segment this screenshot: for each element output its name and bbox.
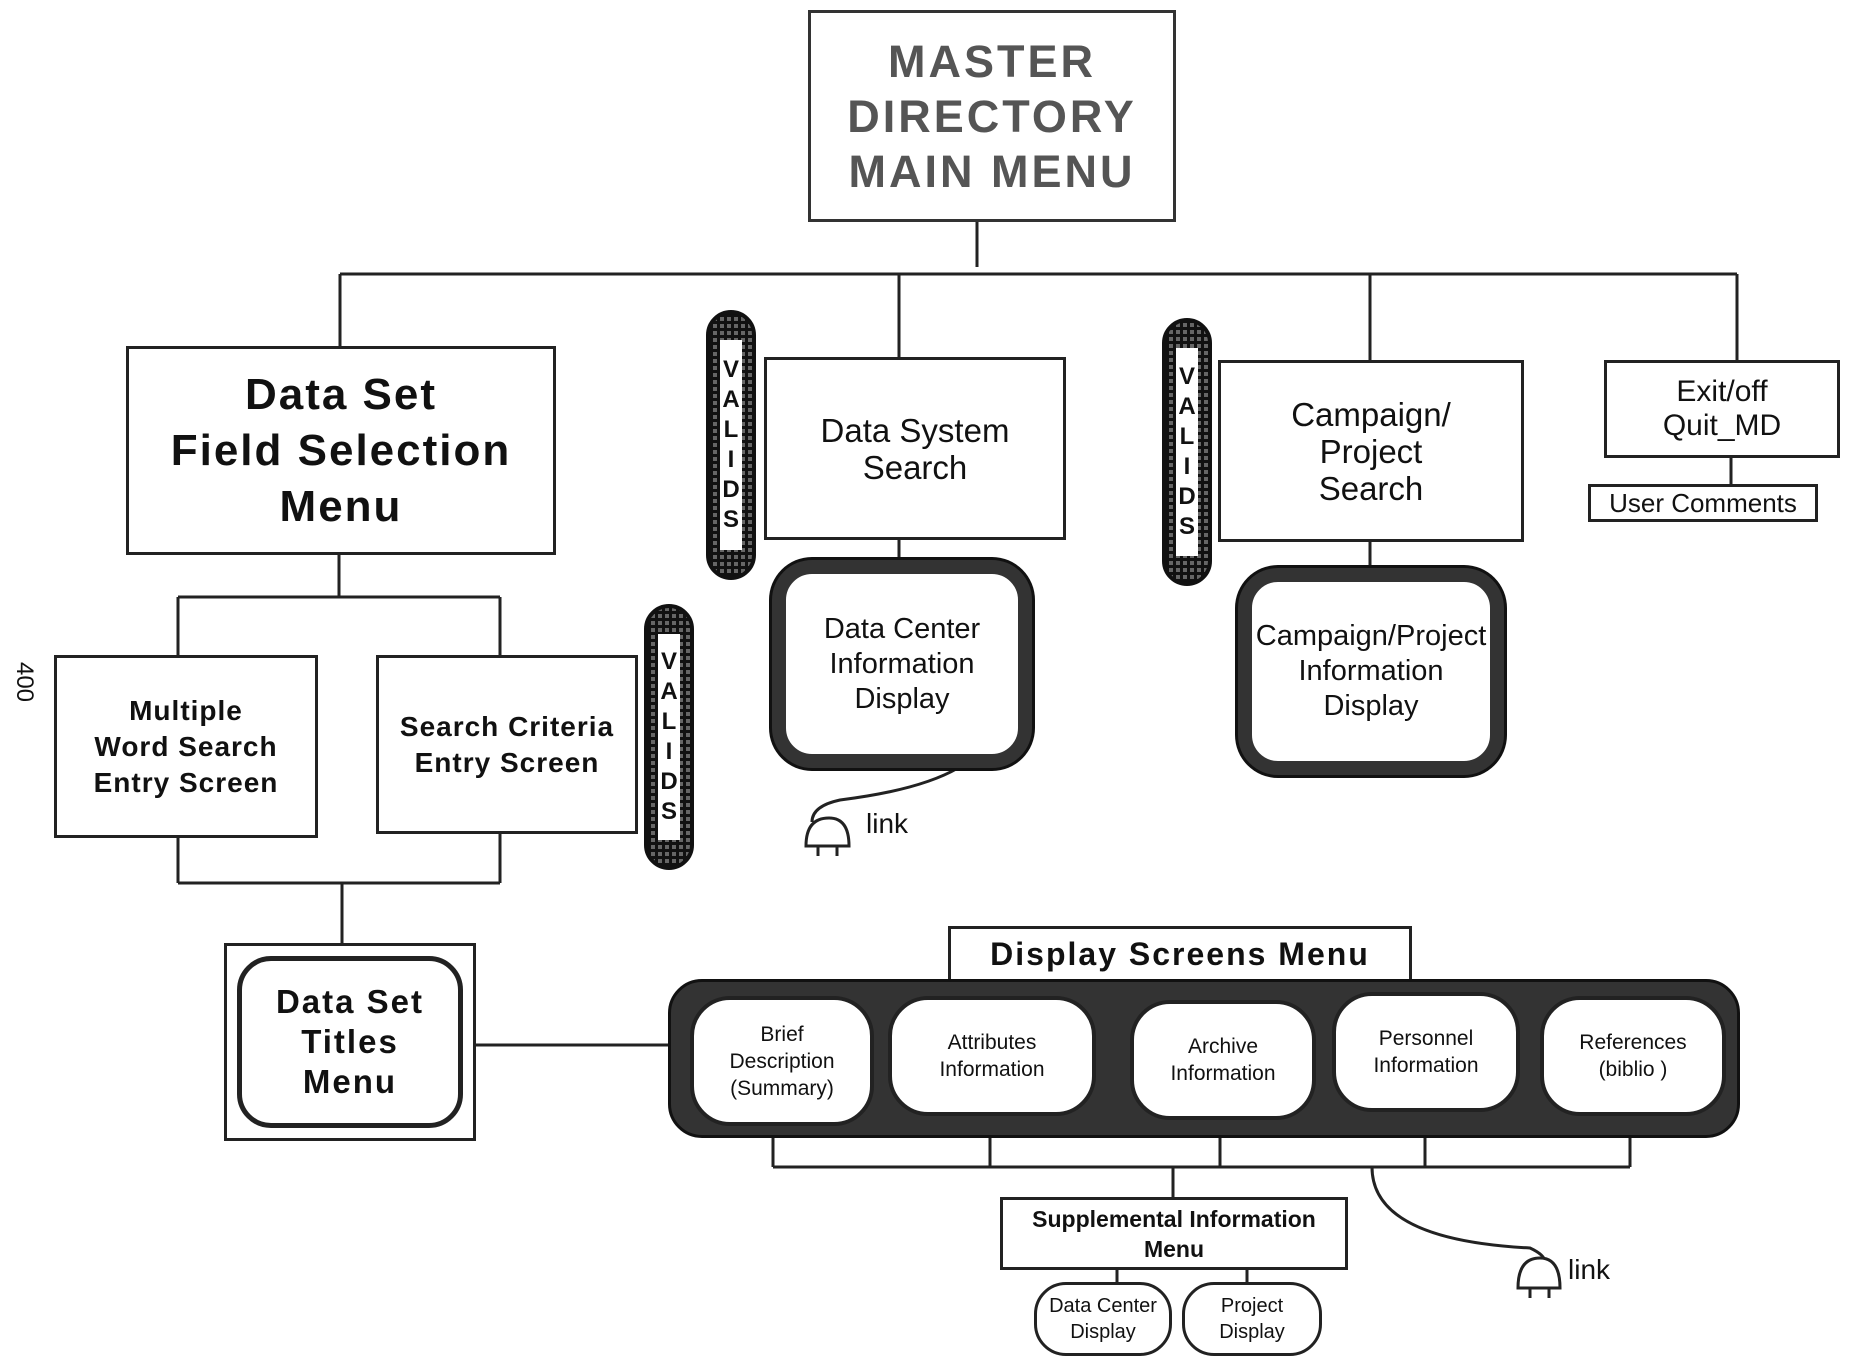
link-label: link <box>1568 1254 1611 1285</box>
valids-letter: A <box>1178 393 1196 420</box>
search-criteria-line-1: Search Criteria <box>399 710 615 742</box>
valids-letter: L <box>1179 423 1195 450</box>
data-set-titles-menu: Data Set Titles Menu <box>224 943 476 1141</box>
multiple-word-line-1: Multiple <box>129 694 243 726</box>
campaign-info-line-3: Display <box>1323 690 1419 722</box>
data-center-display: Data Center Display <box>1034 1282 1172 1356</box>
valids-pill-search-criteria: V A L I D S <box>644 604 694 870</box>
valids-letter: S <box>1178 513 1195 540</box>
valids-letter: A <box>722 386 740 413</box>
master-directory-main-menu: MASTER DIRECTORY MAIN MENU <box>808 10 1176 222</box>
valids-letter: D <box>1178 483 1196 510</box>
page-number: 400 <box>11 661 39 703</box>
data-system-search-line-1: Data System <box>820 411 1010 449</box>
exit-quit-box: Exit/off Quit_MD <box>1604 360 1840 458</box>
data-center-display-line-1: Data Center <box>1049 1295 1157 1317</box>
tab-personnel-information: Personnel Information <box>1332 992 1520 1112</box>
data-center-info-line-1: Data Center <box>823 612 981 645</box>
field-selection-menu: Data Set Field Selection Menu <box>126 346 556 555</box>
data-system-search: Data System Search <box>764 357 1066 540</box>
valids-letter: L <box>661 708 677 735</box>
valids-letter: D <box>722 476 740 503</box>
valids-letter: I <box>665 738 673 765</box>
valids-letter: V <box>660 648 677 675</box>
valids-letter: I <box>1183 453 1191 480</box>
tab-attributes-line-1: Attributes <box>947 1031 1037 1054</box>
supplemental-line-1: Supplemental Information <box>1032 1205 1316 1232</box>
main-menu-line-2: DIRECTORY <box>847 90 1137 142</box>
campaign-search-line-1: Campaign/ <box>1291 395 1451 433</box>
tab-brief-description: Brief Description (Summary) <box>690 996 874 1126</box>
campaign-search-line-3: Search <box>1318 469 1424 507</box>
tab-brief-line-1: Brief <box>760 1022 804 1046</box>
tab-brief-line-3: (Summary) <box>730 1076 834 1100</box>
titles-menu-line-1: Data Set <box>275 983 425 1020</box>
search-criteria-entry-screen: Search Criteria Entry Screen <box>376 655 638 834</box>
user-comments-label: User Comments <box>1609 487 1797 518</box>
titles-menu-line-3: Menu <box>302 1063 398 1100</box>
campaign-info-line-2: Information <box>1298 655 1444 687</box>
titles-menu-screen: Data Set Titles Menu <box>237 956 463 1128</box>
supplemental-information-menu: Supplemental Information Menu <box>1000 1197 1348 1270</box>
tab-archive-information: Archive Information <box>1130 1000 1316 1120</box>
tab-references-line-2: (biblio ) <box>1598 1058 1668 1081</box>
data-center-information-display: Data Center Information Display <box>772 560 1032 768</box>
field-selection-line-2: Field Selection <box>170 425 512 475</box>
valids-letter: L <box>723 416 739 443</box>
valids-letter: D <box>660 768 678 795</box>
tab-references: References (biblio ) <box>1540 996 1726 1116</box>
tab-personnel-line-1: Personnel <box>1378 1027 1474 1050</box>
valids-letter: S <box>660 798 677 825</box>
valids-letter: S <box>722 506 739 533</box>
campaign-project-information-display: Campaign/Project Information Display <box>1238 568 1504 775</box>
titles-menu-line-2: Titles <box>301 1023 399 1060</box>
multiple-word-line-3: Entry Screen <box>93 766 279 798</box>
tab-archive-line-1: Archive <box>1187 1035 1259 1058</box>
tab-references-line-1: References <box>1579 1031 1687 1054</box>
project-display-line-1: Project <box>1220 1295 1284 1317</box>
tab-brief-line-2: Description <box>729 1049 835 1073</box>
data-center-display-line-2: Display <box>1070 1321 1136 1343</box>
valids-letter: I <box>727 446 735 473</box>
main-menu-line-1: MASTER <box>888 35 1096 87</box>
tab-attributes-information: Attributes Information <box>888 996 1096 1116</box>
valids-letter: V <box>1178 363 1195 390</box>
campaign-info-line-1: Campaign/Project <box>1255 620 1487 652</box>
multiple-word-search-screen: Multiple Word Search Entry Screen <box>54 655 318 838</box>
valids-letter: V <box>722 356 739 383</box>
campaign-search-line-2: Project <box>1319 432 1423 470</box>
exit-line-2: Quit_MD <box>1662 409 1782 442</box>
link-label: link <box>866 808 909 839</box>
multiple-word-line-2: Word Search <box>94 730 278 762</box>
field-selection-line-1: Data Set <box>244 369 438 419</box>
tab-attributes-line-2: Information <box>939 1058 1045 1081</box>
valids-letter: A <box>660 678 678 705</box>
project-display-line-2: Display <box>1219 1321 1285 1343</box>
valids-pill-campaign: V A L I D S <box>1162 318 1212 586</box>
tab-personnel-line-2: Information <box>1373 1054 1479 1077</box>
supplemental-line-2: Menu <box>1143 1235 1205 1262</box>
valids-pill-data-system: V A L I D S <box>706 310 756 580</box>
campaign-project-search: Campaign/ Project Search <box>1218 360 1524 542</box>
display-screens-menu: Display Screens Menu <box>948 926 1412 982</box>
data-center-info-line-3: Display <box>854 682 950 715</box>
user-comments-box: User Comments <box>1588 484 1818 522</box>
data-center-info-line-2: Information <box>829 647 975 680</box>
exit-line-1: Exit/off <box>1676 375 1768 408</box>
tab-archive-line-2: Information <box>1170 1062 1276 1085</box>
display-screens-menu-label: Display Screens Menu <box>990 935 1370 972</box>
data-system-search-line-2: Search <box>862 448 968 486</box>
project-display: Project Display <box>1182 1282 1322 1356</box>
search-criteria-line-2: Entry Screen <box>414 746 600 778</box>
main-menu-line-3: MAIN MENU <box>848 145 1136 197</box>
field-selection-line-3: Menu <box>279 481 403 531</box>
